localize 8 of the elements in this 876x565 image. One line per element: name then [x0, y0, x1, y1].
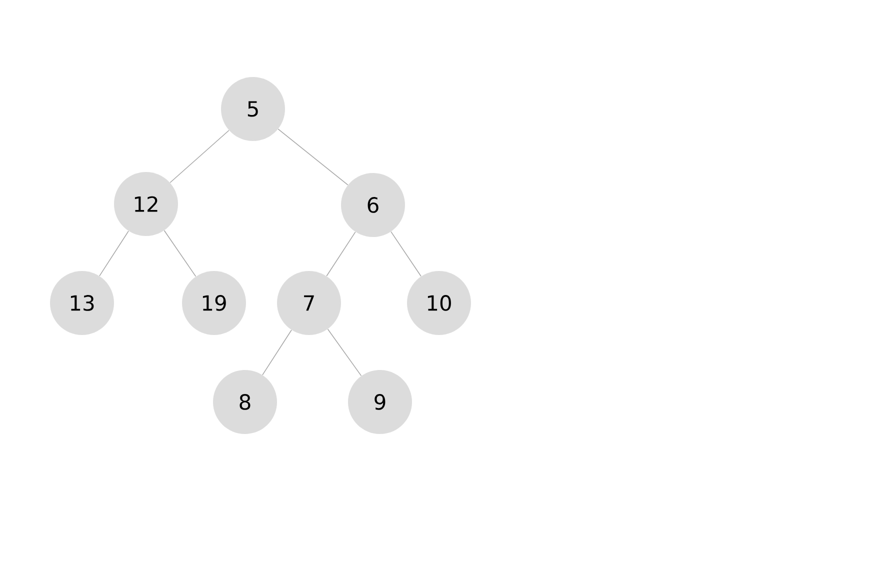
connector-line	[390, 231, 422, 277]
connector-line	[170, 130, 230, 184]
connector-line	[327, 328, 362, 376]
connector-line	[99, 230, 129, 276]
connector-line	[278, 128, 348, 186]
connector-line	[326, 232, 356, 276]
connector-line	[262, 330, 292, 376]
connector-line	[164, 230, 196, 277]
